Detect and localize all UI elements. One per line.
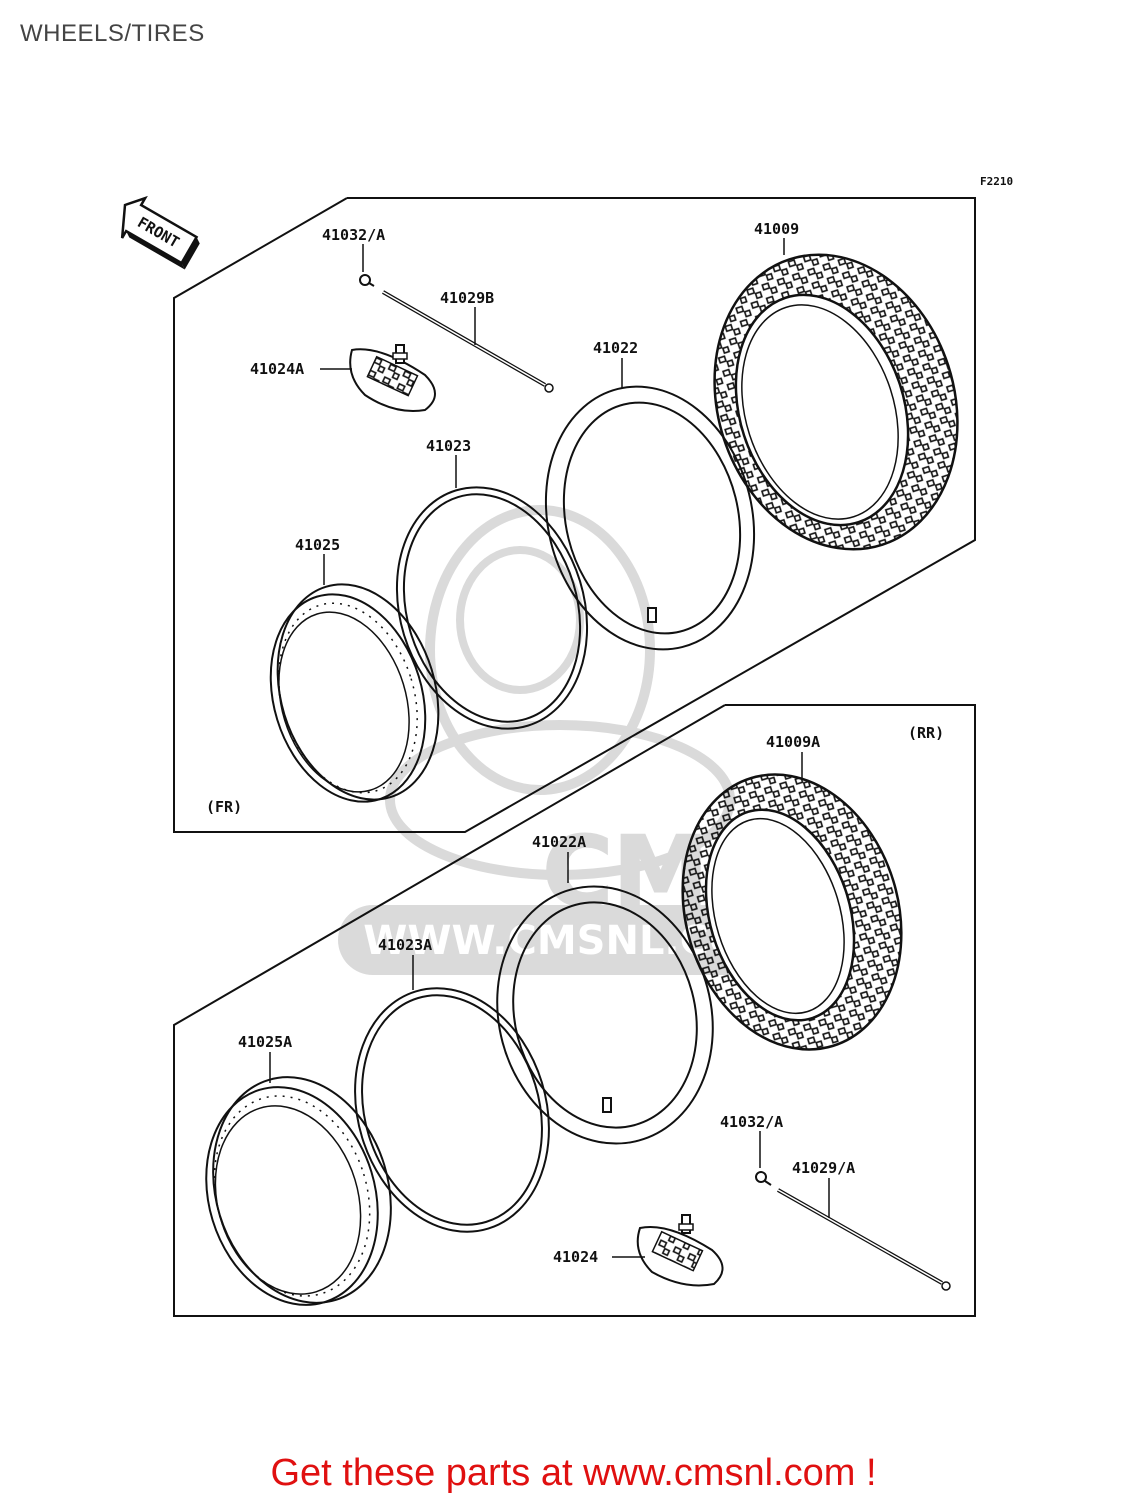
rear-rim-part — [205, 1076, 392, 1306]
front-rim-label: 41025 — [295, 536, 340, 554]
figure-code: F2210 — [980, 175, 1013, 188]
front-tube-label: 41022 — [593, 339, 638, 357]
rear-valve-cap-part — [755, 1171, 772, 1186]
rear-section-frame — [173, 704, 976, 1317]
rear-spoke-label: 41029/A — [792, 1159, 855, 1177]
front-rim-part — [269, 583, 440, 803]
rear-tube-part — [496, 885, 714, 1145]
rear-rim-label: 41025A — [238, 1033, 292, 1051]
rear-tire-part — [681, 773, 903, 1051]
rear-rim-lock-part — [636, 1214, 724, 1287]
rear-tube-label: 41022A — [532, 833, 586, 851]
rear-rim-band-part — [354, 987, 550, 1233]
front-spoke-label: 41029B — [440, 289, 494, 307]
front-rim-band-part — [395, 486, 589, 730]
front-valve-cap-label: 41032/A — [322, 226, 385, 244]
front-arrow-icon: FRONT — [120, 195, 200, 270]
front-tire-label: 41009 — [754, 220, 799, 238]
front-rim-band-label: 41023 — [426, 437, 471, 455]
watermark-mascot-face — [456, 546, 584, 694]
front-section-frame — [173, 197, 976, 833]
rear-section-label: (RR) — [908, 724, 944, 742]
front-rim-lock-label: 41024A — [250, 360, 304, 378]
rear-spoke-part — [777, 1188, 951, 1291]
rear-rim-band-label: 41023A — [378, 936, 432, 954]
front-spoke-part — [382, 290, 554, 393]
front-tube-part — [544, 385, 756, 651]
front-tire-part — [713, 253, 959, 551]
front-section-label: (FR) — [206, 798, 242, 816]
front-valve-cap-part — [359, 274, 375, 287]
page-title: WHEELS/TIRES — [20, 20, 205, 47]
front-rim-lock-part — [349, 344, 436, 412]
rear-tire-label: 41009A — [766, 733, 820, 751]
rear-valve-cap-label: 41032/A — [720, 1113, 783, 1131]
promo-link[interactable]: Get these parts at www.cmsnl.com ! — [270, 1452, 877, 1494]
rear-rim-lock-label: 41024 — [553, 1248, 598, 1266]
